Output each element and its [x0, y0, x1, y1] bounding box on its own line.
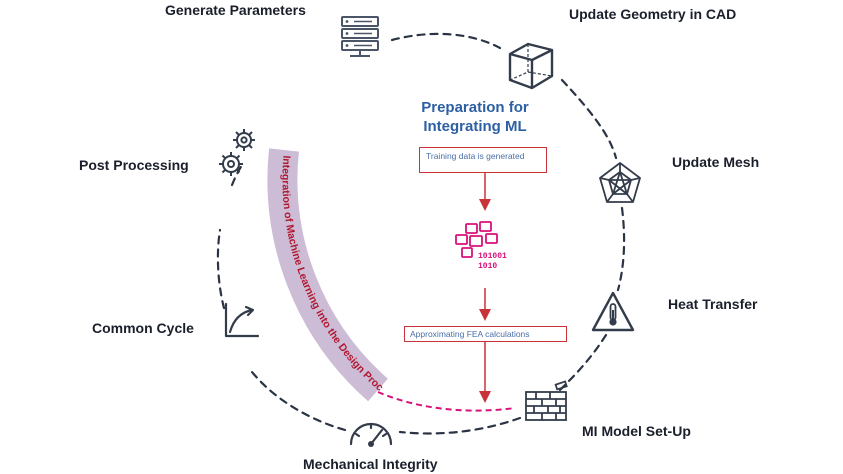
mesh-icon [599, 162, 641, 203]
label-common-cycle: Common Cycle [92, 320, 194, 336]
ml-panel-title-line1: Preparation for [421, 99, 529, 116]
ml-panel-title: Preparation for Integrating ML [400, 98, 550, 136]
label-update-geometry: Update Geometry in CAD [569, 6, 737, 22]
label-heat-transfer: Heat Transfer [668, 296, 758, 312]
label-post-processing: Post Processing [79, 157, 189, 173]
label-mi-model-setup: MI Model Set-Up [582, 423, 691, 439]
approx-fea-box: Approximating FEA calculations [404, 326, 567, 342]
chart-curve-icon [224, 302, 260, 338]
chip-bits-1: 101001 [478, 252, 507, 261]
thermometer-warning-icon [591, 291, 635, 332]
label-generate-parameters: Generate Parameters [165, 2, 306, 18]
brick-wall-icon [525, 380, 568, 421]
label-mechanical-integrity: Mechanical Integrity [303, 456, 438, 472]
chip-bits-2: 1010 [478, 262, 497, 271]
server-icon [341, 16, 379, 57]
gauge-icon [349, 422, 393, 447]
cube-icon [508, 42, 554, 90]
neural-chip-icon: 101001 1010 [455, 221, 507, 271]
arc-band [267, 148, 388, 402]
training-data-box: Training data is generated [419, 147, 547, 173]
label-update-mesh: Update Mesh [672, 154, 760, 170]
gears-icon [219, 129, 255, 176]
ml-panel-title-line2: Integrating ML [423, 118, 527, 135]
magenta-connector [377, 391, 516, 412]
